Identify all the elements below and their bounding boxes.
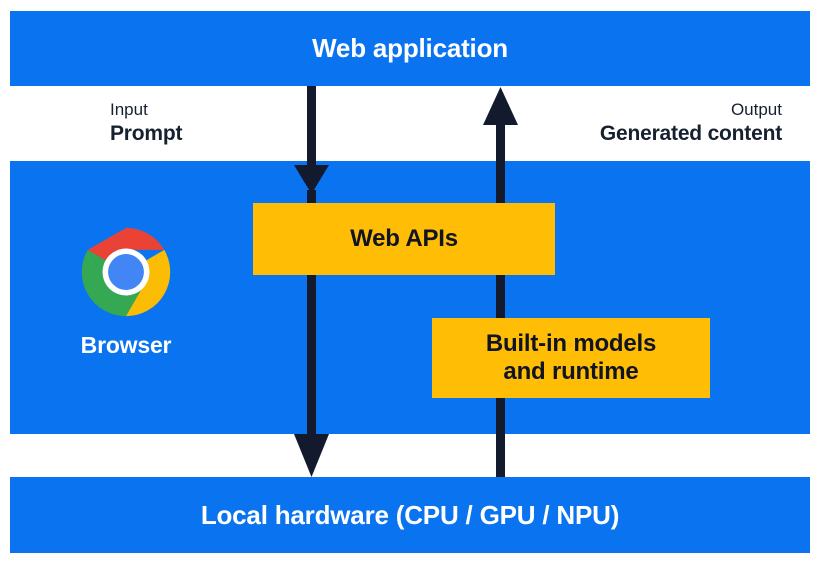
input-kind-label: Input: [110, 100, 148, 119]
input-annotation: Input Prompt: [110, 99, 183, 148]
local-hardware-label: Local hardware (CPU / GPU / NPU): [200, 499, 620, 530]
built-in-models-line-1: Built-in models: [485, 329, 657, 357]
built-in-models-line-2: and runtime: [503, 358, 639, 385]
local-hardware-band: Local hardware (CPU / GPU / NPU): [10, 477, 810, 553]
web-application-band: Web application: [10, 11, 810, 86]
web-apis-label: Web APIs: [350, 224, 458, 252]
browser-label: Browser: [80, 332, 172, 358]
browser-group: Browser: [56, 226, 196, 359]
chrome-logo-icon: [81, 227, 171, 317]
output-kind-label: Output: [730, 100, 782, 119]
web-apis-box: Web APIs: [253, 203, 555, 275]
output-annotation: Output Generated content: [600, 99, 782, 148]
web-application-label: Web application: [312, 33, 508, 63]
output-value-label: Generated content: [599, 121, 782, 145]
input-value-label: Prompt: [110, 121, 183, 145]
